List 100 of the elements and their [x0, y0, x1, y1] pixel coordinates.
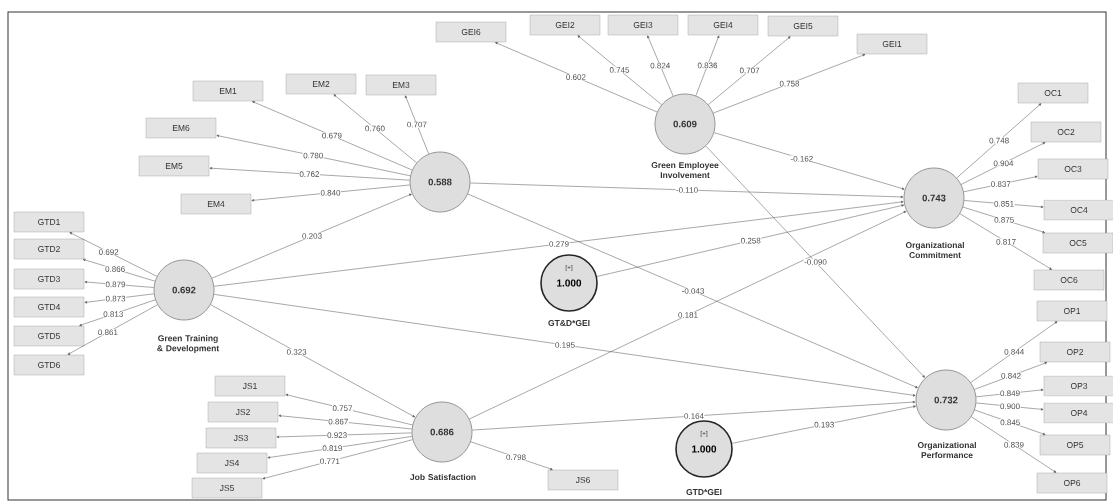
construct-label: GTD*GEI	[686, 489, 722, 495]
path-arrow	[216, 134, 411, 177]
edge-label: 0.203	[301, 232, 323, 240]
indicator-box: GEI4	[687, 14, 759, 36]
path-arrow	[210, 304, 416, 418]
indicator-box: GTD6	[13, 354, 85, 376]
edge-label: 0.757	[332, 404, 353, 412]
indicator-box: GEI1	[856, 33, 928, 55]
path-arrow	[970, 321, 1058, 383]
path-arrow	[251, 184, 410, 202]
path-arrow	[84, 280, 154, 288]
edge-label: 0.879	[105, 281, 126, 288]
edge-label: 0.707	[739, 67, 760, 74]
edge-label: 0.193	[813, 421, 835, 428]
edge-label: 0.279	[548, 240, 570, 248]
construct-label: Green Training & Development	[157, 335, 220, 353]
path-arrow	[963, 175, 1038, 193]
path-arrow	[267, 436, 413, 459]
edge-label: -0.110	[675, 186, 699, 194]
path-arrow	[976, 402, 1044, 411]
path-arrow	[469, 211, 907, 420]
indicator-box: EM1	[192, 80, 264, 102]
path-arrow	[278, 414, 412, 430]
path-arrow	[708, 36, 791, 105]
path-arrow	[276, 432, 412, 439]
edge-label: 0.258	[740, 237, 762, 244]
edge-label: 0.602	[565, 73, 587, 81]
edge-label: 0.813	[102, 310, 124, 318]
edge-label: 0.875	[993, 216, 1015, 224]
path-arrow	[959, 213, 1052, 270]
path-arrow	[333, 94, 417, 163]
edge-label: -0.162	[790, 155, 814, 162]
edge-label: 0.819	[321, 444, 343, 452]
edge-label: 0.873	[105, 295, 126, 302]
indicator-box: JS3	[205, 427, 277, 449]
path-arrow	[470, 441, 553, 471]
path-arrow	[976, 388, 1044, 398]
path-arrow	[405, 95, 429, 155]
path-arrow	[495, 42, 658, 113]
edge-label: 0.866	[104, 265, 126, 273]
indicator-box: GEI2	[529, 14, 601, 36]
edge-label: 0.195	[554, 341, 576, 349]
path-arrow	[971, 416, 1057, 473]
indicator-box: JS2	[207, 401, 279, 423]
construct-label: Organizational Performance	[917, 441, 976, 459]
indicator-box: EM2	[285, 73, 357, 95]
edge-label: 0.181	[677, 311, 699, 319]
indicator-box: GTD5	[13, 325, 85, 347]
path-arrow	[69, 232, 158, 277]
edge-label: 0.323	[286, 348, 308, 356]
edge-label: 0.845	[999, 419, 1021, 426]
construct-label: Job Satisfaction	[410, 473, 476, 481]
edge-label: 0.692	[98, 248, 120, 256]
path-arrow	[285, 393, 413, 426]
edge-label: 0.798	[505, 453, 527, 461]
indicator-box: EM5	[138, 155, 210, 177]
edge-label: 0.758	[779, 80, 800, 87]
path-arrow	[732, 405, 916, 444]
path-arrow	[209, 167, 410, 181]
edge-label: 0.817	[995, 238, 1017, 246]
path-arrow	[472, 400, 916, 431]
indicator-box: GTD3	[13, 268, 85, 290]
edge-label: 0.904	[993, 160, 1014, 167]
path-arrow	[252, 101, 413, 171]
path-arrow	[211, 193, 412, 279]
indicator-box: OP5	[1039, 434, 1111, 456]
path-arrow	[79, 299, 156, 327]
edge-label: 0.842	[1000, 372, 1022, 380]
path-arrow	[962, 206, 1045, 234]
indicator-box: GEI3	[607, 14, 679, 36]
path-arrow	[262, 439, 413, 480]
indicator-box: OP6	[1036, 472, 1108, 494]
indicator-box: OC2	[1030, 121, 1102, 143]
indicator-box: EM6	[145, 117, 217, 139]
path-arrow	[82, 258, 156, 282]
indicator-box: GEI6	[435, 21, 507, 43]
path-arrow	[974, 409, 1046, 435]
path-arrow	[713, 54, 866, 114]
edge-label: 0.707	[406, 121, 428, 128]
indicator-box: OP3	[1043, 375, 1113, 397]
construct-label: Green Employee Involvement	[651, 161, 719, 179]
edge-label: 0.839	[1003, 441, 1025, 448]
path-arrow	[577, 35, 662, 105]
edge-label: 0.836	[697, 62, 718, 69]
path-arrow	[705, 145, 925, 378]
construct-label: GT&D*GEI	[548, 320, 590, 326]
edge-label: 0.844	[1003, 348, 1025, 356]
indicator-box: GTD4	[13, 296, 85, 318]
edge-label: 0.745	[609, 66, 630, 74]
path-arrow	[213, 294, 916, 397]
path-arrow	[713, 132, 905, 190]
path-arrow	[647, 35, 674, 97]
indicator-box: OP2	[1039, 341, 1111, 363]
indicator-box: GTD2	[13, 238, 85, 260]
edge-label: 0.164	[683, 412, 705, 420]
edge-label: 0.760	[364, 125, 386, 132]
indicator-box: GEI5	[767, 15, 839, 37]
path-arrow	[67, 304, 158, 355]
indicator-box: EM4	[180, 193, 252, 215]
edge-label: 0.780	[302, 152, 324, 159]
